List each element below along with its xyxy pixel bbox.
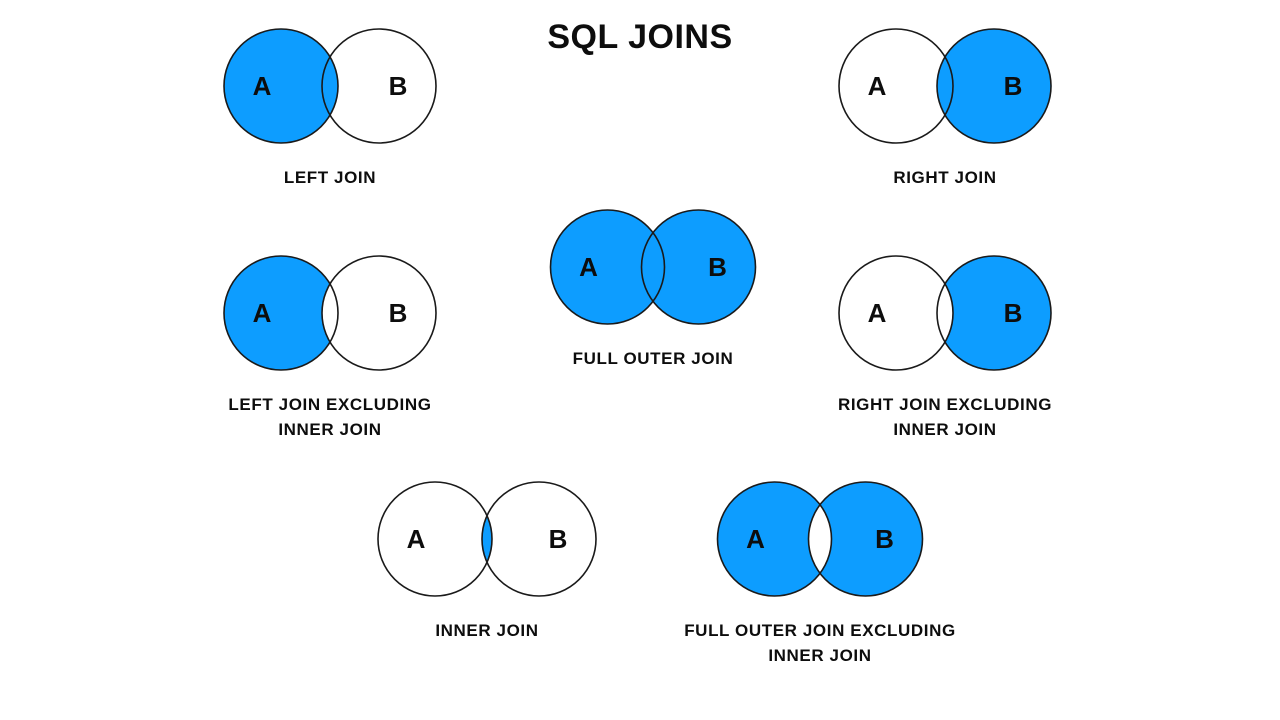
circle-b-fill-right-join [937, 29, 1051, 143]
circle-b-fill-full-outer-join-excluding-inner-join [808, 482, 923, 596]
circle-a-fill-full-outer-join-excluding-inner-join [717, 482, 832, 596]
circle-b-outline-full-outer-join-excluding-inner-join [807, 481, 924, 597]
circle-b-outline-left-join [321, 28, 437, 144]
circle-b-letter-right-join-excluding-inner-join: B [1004, 298, 1023, 328]
circle-a-outline-left-join [223, 28, 339, 144]
circle-b-fill-full-outer-join [641, 210, 756, 324]
circle-a-letter-right-join: A [868, 71, 887, 101]
venn-label-right-join-excluding-inner-join: RIGHT JOIN EXCLUDING INNER JOIN [837, 395, 1053, 439]
circle-a-letter-left-join-excluding-inner-join: A [253, 298, 272, 328]
circle-b-letter-full-outer-join: B [708, 252, 727, 282]
circle-b-outline-inner-join [481, 481, 597, 597]
venn-label-left-join: LEFT JOIN [283, 168, 377, 187]
circle-b-letter-full-outer-join-excluding-inner-join: B [875, 524, 894, 554]
venn-label-full-outer-join-excluding-inner-join: FULL OUTER JOIN EXCLUDING INNER JOIN [684, 621, 956, 665]
circle-a-outline-right-join [838, 28, 954, 144]
circle-a-outline-left-join-excluding-inner-join [223, 255, 339, 371]
circle-a-outline-inner-join [377, 481, 493, 597]
circle-a-letter-full-outer-join-excluding-inner-join: A [746, 524, 765, 554]
circle-b-outline-full-outer-join [640, 209, 757, 325]
venn-label-right-join: RIGHT JOIN [893, 168, 997, 187]
circle-a-fill-full-outer-join [550, 210, 665, 324]
venn-label-full-outer-join: FULL OUTER JOIN [572, 349, 734, 368]
page-title: SQL JOINS [547, 18, 733, 56]
circle-a-letter-inner-join: A [407, 524, 426, 554]
circle-a-letter-right-join-excluding-inner-join: A [868, 298, 887, 328]
circle-b-fill-right-join-excluding-inner-join [937, 256, 1051, 370]
circle-b-outline-right-join-excluding-inner-join [936, 255, 1052, 371]
circle-a-outline-right-join-excluding-inner-join [838, 255, 954, 371]
circle-a-outline-full-outer-join-excluding-inner-join [716, 481, 833, 597]
circle-a-outline-full-outer-join [549, 209, 666, 325]
circle-b-outline-right-join [936, 28, 1052, 144]
circle-a-letter-left-join: A [253, 71, 272, 101]
circle-a-letter-full-outer-join: A [579, 252, 598, 282]
circle-a-fill-left-join-excluding-inner-join [224, 256, 338, 370]
circle-a-fill-left-join [224, 29, 338, 143]
circle-b-letter-right-join: B [1004, 71, 1023, 101]
circle-b-outline-left-join-excluding-inner-join [321, 255, 437, 371]
circle-b-letter-left-join: B [389, 71, 408, 101]
venn-label-left-join-excluding-inner-join: LEFT JOIN EXCLUDING INNER JOIN [228, 395, 432, 439]
circle-b-letter-left-join-excluding-inner-join: B [389, 298, 408, 328]
circle-b-letter-inner-join: B [549, 524, 568, 554]
venn-label-inner-join: INNER JOIN [435, 621, 539, 640]
